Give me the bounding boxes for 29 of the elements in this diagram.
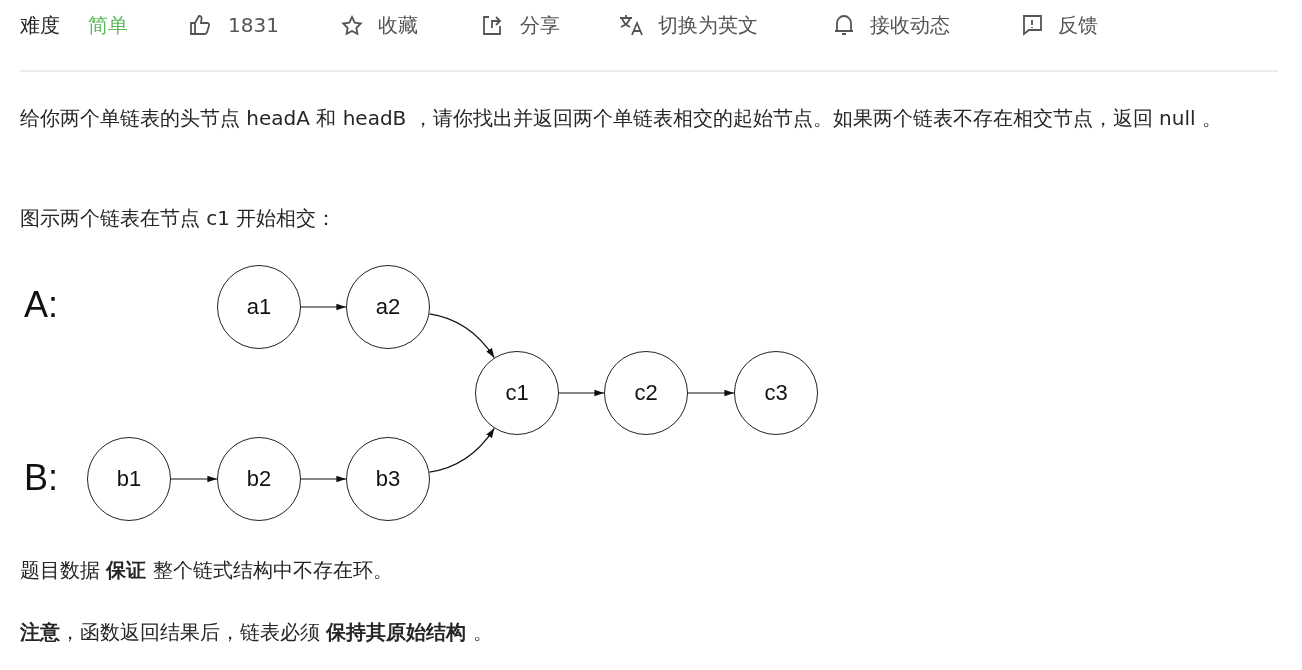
share-link: 分享 bbox=[520, 12, 560, 38]
list-node-circle: c2 bbox=[604, 351, 688, 435]
list-node-circle: b1 bbox=[87, 437, 171, 521]
arrow bbox=[687, 389, 735, 397]
list-node-circle: c3 bbox=[734, 351, 818, 435]
arrow bbox=[300, 303, 347, 311]
arrow bbox=[170, 475, 218, 483]
favorite-link: 收藏 bbox=[378, 12, 418, 38]
note-paragraph: 注意，函数返回结果后，链表必须 保持其原始结构 。 bbox=[20, 619, 494, 646]
list-node-circle: a2 bbox=[346, 265, 430, 349]
figure-caption: 图示两个链表在节点 c1 开始相交： bbox=[20, 205, 338, 232]
difficulty-value: 简单 bbox=[88, 12, 128, 38]
list-label: A: bbox=[24, 283, 58, 327]
list-label: B: bbox=[24, 456, 58, 500]
feedback-link: 反馈 bbox=[1058, 12, 1098, 38]
subscribe-link: 接收动态 bbox=[870, 12, 950, 38]
constraint-paragraph: 题目数据 保证 整个链式结构中不存在环。 bbox=[20, 557, 394, 584]
list-node-circle: a1 bbox=[217, 265, 301, 349]
list-node-circle: b3 bbox=[346, 437, 430, 521]
language-toggle-link: 切换为英文 bbox=[658, 12, 758, 38]
list-node-circle: b2 bbox=[217, 437, 301, 521]
field-label: 难度 bbox=[20, 12, 60, 38]
arrow bbox=[428, 313, 495, 359]
problem-paragraph: 给你两个单链表的头节点 headA 和 headB ，请你找出并返回两个单链表相交的起始节点。如果两个链表不存在相交节点，返回 null 。 bbox=[20, 105, 1223, 132]
arrow bbox=[558, 389, 605, 397]
like-count: 1831 bbox=[228, 12, 279, 38]
arrow bbox=[428, 427, 495, 473]
arrow bbox=[300, 475, 347, 483]
list-node-circle: c1 bbox=[475, 351, 559, 435]
